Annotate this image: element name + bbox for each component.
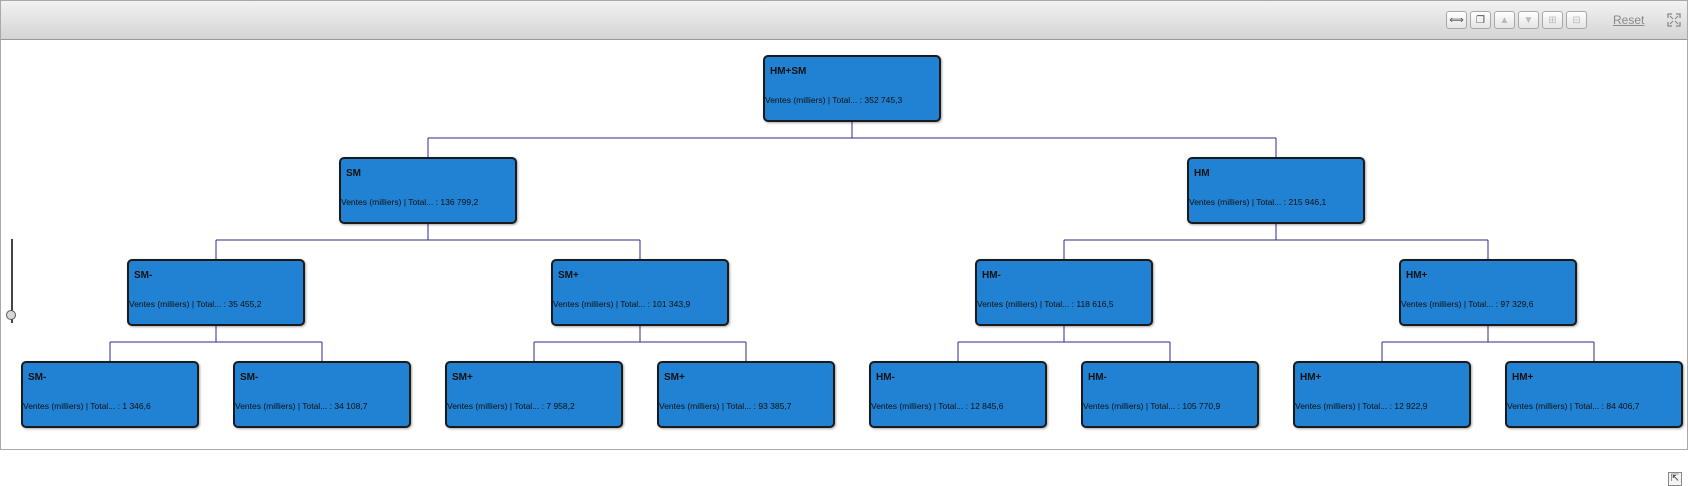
- plus-box-icon: ⊞: [1548, 14, 1557, 26]
- node-label: HM+: [1300, 372, 1322, 383]
- tree-node-sm[interactable]: SM Ventes (milliers) | Total... : 136 799…: [339, 157, 517, 224]
- node-label: HM+: [1406, 270, 1428, 281]
- toolbar: ⟺ ❐ ▲ ▼ ⊞ ⊟ Reset: [1, 1, 1687, 40]
- node-label: HM-: [876, 372, 895, 383]
- tree-node-sm-minus[interactable]: SM- Ventes (milliers) | Total... : 34 108…: [233, 361, 411, 428]
- node-value: Ventes (milliers) | Total... : 352 745,3: [765, 95, 903, 105]
- reset-link[interactable]: Reset: [1613, 13, 1645, 27]
- node-value: Ventes (milliers) | Total... : 34 108,7: [235, 401, 368, 411]
- node-value: Ventes (milliers) | Total... : 12 922,9: [1295, 401, 1428, 411]
- copy-view-button[interactable]: ❐: [1470, 11, 1491, 29]
- tree-connectors: [109, 122, 1595, 361]
- node-value: Ventes (milliers) | Total... : 97 329,6: [1401, 299, 1534, 309]
- node-label: SM-: [240, 372, 259, 383]
- tree-node-sm-plus[interactable]: SM+ Ventes (milliers) | Total... : 7 958,…: [445, 361, 623, 428]
- node-value: Ventes (milliers) | Total... : 84 406,7: [1507, 401, 1640, 411]
- tree-node-hm-plus[interactable]: HM+ Ventes (milliers) | Total... : 84 406…: [1505, 361, 1683, 428]
- zoom-slider-track[interactable]: [11, 239, 13, 323]
- node-label: HM-: [1088, 372, 1107, 383]
- node-label: SM: [346, 168, 361, 179]
- node-value: Ventes (milliers) | Total... : 136 799,2: [341, 197, 479, 207]
- fullscreen-icon[interactable]: [1667, 13, 1681, 27]
- node-value: Ventes (milliers) | Total... : 105 770,9: [1083, 401, 1221, 411]
- collapse-button[interactable]: ⊟: [1566, 11, 1587, 29]
- node-label: SM+: [452, 372, 473, 383]
- tree-node-hm-plus[interactable]: HM+ Ventes (milliers) | Total... : 12 922…: [1293, 361, 1471, 428]
- node-label: SM+: [664, 372, 685, 383]
- tree-node-hm-plussm[interactable]: HM+SM Ventes (milliers) | Total... : 352 …: [763, 55, 941, 122]
- tree-node-sm-plus[interactable]: SM+ Ventes (milliers) | Total... : 93 385…: [657, 361, 835, 428]
- node-value: Ventes (milliers) | Total... : 101 343,9: [553, 299, 691, 309]
- node-label: HM+: [1512, 372, 1534, 383]
- node-label: SM-: [134, 270, 153, 281]
- minus-box-icon: ⊟: [1572, 14, 1581, 26]
- node-label: HM+SM: [770, 66, 807, 77]
- copy-windows-icon: ❐: [1476, 14, 1485, 26]
- tree-node-sm-plus[interactable]: SM+ Ventes (milliers) | Total... : 101 34…: [551, 259, 729, 326]
- node-label: HM-: [982, 270, 1001, 281]
- tree-node-sm-minus[interactable]: SM- Ventes (milliers) | Total... : 35 455…: [127, 259, 305, 326]
- node-label: SM+: [558, 270, 579, 281]
- tree-node-sm-minus[interactable]: SM- Ventes (milliers) | Total... : 1 346,…: [21, 361, 199, 428]
- node-value: Ventes (milliers) | Total... : 118 616,5: [977, 299, 1114, 309]
- node-value: Ventes (milliers) | Total... : 35 455,2: [129, 299, 262, 309]
- tree-node-hm-minus[interactable]: HM- Ventes (milliers) | Total... : 12 845…: [869, 361, 1047, 428]
- tree-node-hm-plus[interactable]: HM+ Ventes (milliers) | Total... : 97 329…: [1399, 259, 1577, 326]
- node-label: HM: [1194, 168, 1210, 179]
- overview-toggle-icon[interactable]: ⇱: [1668, 472, 1682, 486]
- node-value: Ventes (milliers) | Total... : 93 385,7: [659, 401, 792, 411]
- zoom-slider-handle[interactable]: [6, 309, 16, 320]
- tree-node-hm[interactable]: HM Ventes (milliers) | Total... : 215 946…: [1187, 157, 1365, 224]
- fit-view-button[interactable]: ⟺: [1446, 11, 1467, 29]
- node-value: Ventes (milliers) | Total... : 215 946,1: [1189, 197, 1327, 207]
- fit-arrows-icon: ⟺: [1449, 14, 1464, 26]
- expand-button[interactable]: ⊞: [1542, 11, 1563, 29]
- node-value: Ventes (milliers) | Total... : 12 845,6: [871, 401, 1004, 411]
- move-down-button[interactable]: ▼: [1518, 11, 1539, 29]
- triangle-up-icon: ▲: [1499, 14, 1510, 26]
- node-value: Ventes (milliers) | Total... : 7 958,2: [447, 401, 575, 411]
- node-label: SM-: [28, 372, 47, 383]
- node-value: Ventes (milliers) | Total... : 1 346,6: [23, 401, 151, 411]
- tree-node-hm-minus[interactable]: HM- Ventes (milliers) | Total... : 105 77…: [1081, 361, 1259, 428]
- move-up-button[interactable]: ▲: [1494, 11, 1515, 29]
- triangle-down-icon: ▼: [1523, 14, 1534, 26]
- tree-node-hm-minus[interactable]: HM- Ventes (milliers) | Total... : 118 61…: [975, 259, 1153, 326]
